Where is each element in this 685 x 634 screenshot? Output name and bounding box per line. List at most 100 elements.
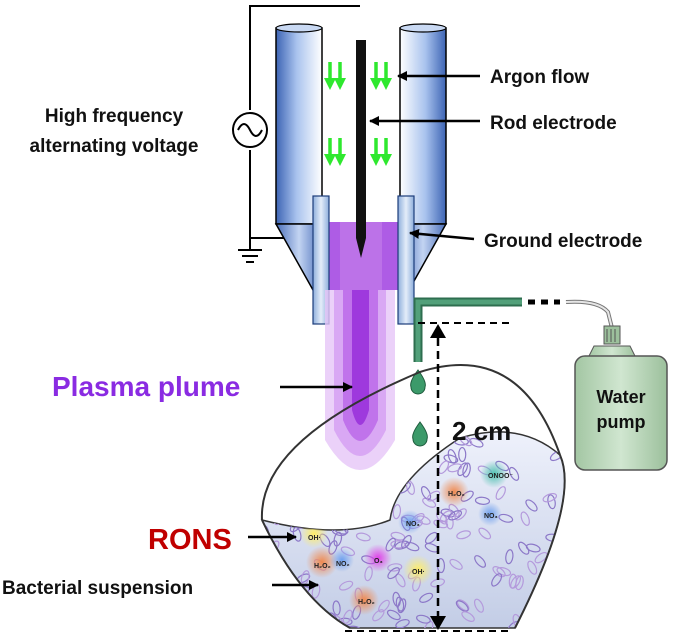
arrow-down-icon	[430, 616, 446, 630]
water-pump	[574, 325, 668, 471]
bacterium	[520, 511, 530, 526]
species-onoo: ONOO⁻	[488, 473, 513, 480]
bacterium	[303, 465, 316, 479]
bacterium	[266, 491, 276, 507]
bacterium	[424, 531, 438, 544]
bacterium	[525, 499, 538, 512]
bacterium	[462, 462, 471, 478]
bacterium	[419, 592, 434, 603]
bacterium	[527, 560, 538, 575]
bacterium	[438, 460, 450, 475]
species-h2o2-1: H₂O₂	[314, 563, 331, 570]
bacterium	[386, 454, 396, 470]
bacterium	[389, 450, 405, 459]
bacterium	[457, 462, 468, 477]
rons-glow	[306, 546, 338, 578]
argon-flow-arrows	[324, 62, 392, 166]
bacterium	[301, 474, 311, 491]
top-wire	[249, 5, 360, 110]
bacterium	[332, 600, 341, 616]
bacterium	[445, 514, 454, 530]
bacterium	[449, 558, 463, 570]
bacterium	[491, 573, 503, 587]
rons-glow	[349, 585, 379, 615]
water-pump-label-line1: Water	[596, 387, 645, 407]
bacterial-suspension-label: Bacterial suspension	[2, 578, 193, 599]
bacterium	[387, 563, 403, 572]
bacterium	[276, 502, 285, 518]
bacterium	[420, 486, 432, 501]
ac-source-icon	[232, 112, 268, 148]
water-droplet-icon	[410, 369, 426, 395]
bacterium	[277, 501, 291, 514]
bacterium	[505, 549, 514, 565]
species-h2o2-2: H₂O₂	[358, 599, 375, 606]
hf-voltage-label-line2: alternating voltage	[30, 136, 199, 157]
rod-electrode-label: Rod electrode	[490, 113, 617, 134]
species-oh-2: OH·	[412, 569, 425, 576]
bacterium	[474, 496, 491, 505]
bacterium	[277, 481, 287, 497]
bacterium	[294, 595, 308, 607]
bacterium	[342, 500, 354, 514]
bacterium	[447, 463, 463, 473]
species-labels: OH· H₂O₂ NO₂ O₃ OH· H₂O₂ NO₃ H₂O₂ ONOO⁻ …	[308, 473, 513, 606]
bacterium	[458, 446, 467, 463]
bacterium	[456, 530, 471, 540]
distance-indicator	[345, 322, 510, 632]
argon-arrow-icon	[324, 138, 346, 166]
bacterium	[536, 597, 550, 610]
bacterium	[404, 541, 420, 552]
bacterium	[474, 555, 487, 568]
hf-voltage-label-line1: High frequency	[45, 106, 184, 127]
bacterium	[262, 618, 271, 628]
bacterium	[496, 567, 512, 577]
bacterium	[552, 620, 565, 628]
distance-label: 2 cm	[452, 416, 511, 446]
bacterium	[526, 612, 536, 628]
water-droplet-icon	[412, 421, 428, 447]
argon-arrow-icon	[324, 62, 346, 90]
bacterium	[478, 527, 492, 540]
bacterium	[366, 481, 380, 494]
bacterium	[515, 575, 524, 591]
text-labels: High frequency alternating voltage Argon…	[2, 67, 646, 599]
bacterium	[448, 510, 463, 521]
pointer-arrows	[248, 71, 480, 590]
bacterium	[386, 609, 401, 621]
bacterium	[534, 551, 548, 564]
rons-glow	[403, 555, 433, 585]
bacterium	[423, 620, 434, 628]
rons-glow	[300, 520, 328, 548]
bacterium	[547, 587, 563, 597]
bacterium	[376, 489, 392, 499]
bacterium	[355, 532, 371, 542]
bacterium	[268, 497, 277, 513]
bacterium	[280, 602, 296, 612]
water-tubing	[413, 297, 614, 362]
argon-arrow-icon	[370, 138, 392, 166]
plasma-plume	[325, 290, 395, 470]
bacterium	[378, 599, 390, 613]
plasma-plume-label: Plasma plume	[52, 371, 240, 402]
arrow-up-icon	[430, 324, 446, 338]
bacterium	[345, 625, 361, 628]
bacterium	[372, 609, 385, 622]
bacterium	[313, 493, 329, 502]
bacterium	[392, 504, 402, 520]
rons-glow	[480, 460, 508, 488]
petri-dish	[260, 364, 566, 629]
bacterium	[291, 497, 307, 507]
bacterium	[275, 499, 286, 514]
bacterium	[390, 540, 406, 549]
rons-glow	[398, 510, 422, 534]
bacterium	[278, 466, 294, 476]
bacterium	[455, 600, 469, 612]
bacterium	[348, 508, 363, 518]
bacterium	[302, 489, 313, 504]
bacterium	[395, 619, 410, 628]
bacterium	[338, 478, 351, 492]
torch	[274, 23, 448, 325]
bacterium	[518, 541, 530, 555]
